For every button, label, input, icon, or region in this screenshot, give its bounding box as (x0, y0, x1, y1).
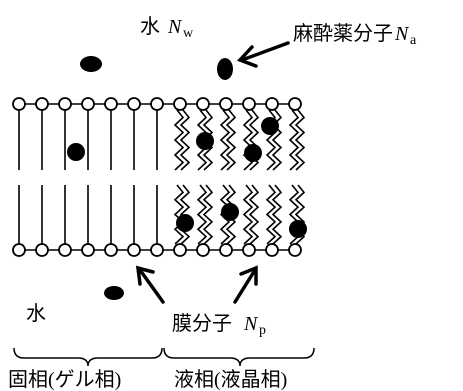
lipid-tail-wavy (179, 184, 191, 245)
solid-phase-brace (13, 347, 163, 367)
lipid-tail-wavy (196, 184, 208, 245)
lipid-head (173, 243, 187, 257)
lipid-head (219, 97, 233, 111)
lipid-head (35, 97, 49, 111)
lipid-head (150, 97, 164, 111)
membrane-arrow-left (135, 265, 165, 304)
liquid-phase-label: 液相(液晶相) (174, 368, 287, 391)
lipid-tail-wavy (219, 109, 231, 171)
anesthetic-symbol: N (394, 23, 410, 45)
lipid-tail-wavy (265, 184, 277, 245)
anesthetic-molecule-membrane (244, 144, 262, 162)
anesthetic-molecule-free (80, 56, 102, 72)
lipid-head (242, 243, 256, 257)
lipid-tail-wavy (173, 109, 185, 171)
lipid-head (35, 243, 49, 257)
lipid-head (127, 243, 141, 257)
anesthetic-molecules (67, 56, 307, 300)
lower-leaflet (12, 184, 306, 257)
lipid-head (81, 243, 95, 257)
water-bottom-label: 水 (26, 302, 46, 325)
liquid-phase-brace (163, 347, 315, 367)
lipid-head (12, 97, 26, 111)
lipid-tail-wavy (225, 109, 237, 171)
membrane-subscript: p (259, 323, 266, 338)
lipid-tail-wavy (202, 184, 214, 245)
lipid-tail-wavy (271, 109, 283, 171)
membrane-label: 膜分子 (172, 312, 232, 335)
anesthetic-molecule-free (217, 58, 233, 80)
lipid-tail-wavy (248, 184, 260, 245)
anesthetic-label: 麻酔薬分子 (293, 22, 393, 45)
anesthetic-molecule-membrane (67, 143, 85, 161)
lipid-head (81, 97, 95, 111)
lipid-tail-wavy (173, 184, 185, 245)
lipid-head (242, 97, 256, 111)
anesthetic-molecule-membrane (221, 203, 239, 221)
solid-phase-label: 固相(ゲル相) (8, 368, 121, 391)
lipid-tail-wavy (219, 184, 231, 245)
lipid-head (104, 97, 118, 111)
anesthetic-molecule-membrane (289, 220, 307, 238)
membrane-arrow-right (233, 265, 258, 304)
lipid-head (288, 243, 302, 257)
anesthetic-molecule-membrane (261, 117, 279, 135)
lipid-head (173, 97, 187, 111)
anesthetic-arrow (236, 41, 290, 68)
lipid-head (12, 243, 26, 257)
anesthetic-subscript: a (410, 33, 417, 48)
upper-leaflet (12, 97, 306, 171)
lipid-head (265, 97, 279, 111)
lipid-tail-wavy (271, 184, 283, 245)
lipid-tail-wavy (242, 184, 254, 245)
anesthetic-molecule-membrane (196, 132, 214, 150)
lipid-head (150, 243, 164, 257)
lipid-head (219, 243, 233, 257)
water-top-symbol: N (167, 16, 183, 38)
lipid-head (58, 97, 72, 111)
water-top-label: 水 (140, 15, 160, 38)
lipid-tail-wavy (179, 109, 191, 171)
anesthetic-molecule-membrane (176, 214, 194, 232)
lipid-head (196, 243, 210, 257)
water-top-subscript: w (183, 26, 194, 41)
lipid-tail-wavy (294, 109, 306, 171)
lipid-head (58, 243, 72, 257)
lipid-tail-wavy (288, 109, 300, 171)
lipid-head (196, 97, 210, 111)
lipid-head (104, 243, 118, 257)
lipid-head (288, 97, 302, 111)
lipid-head (127, 97, 141, 111)
lipid-head (265, 243, 279, 257)
anesthetic-molecule-free (104, 286, 124, 300)
membrane-symbol: N (243, 313, 259, 335)
